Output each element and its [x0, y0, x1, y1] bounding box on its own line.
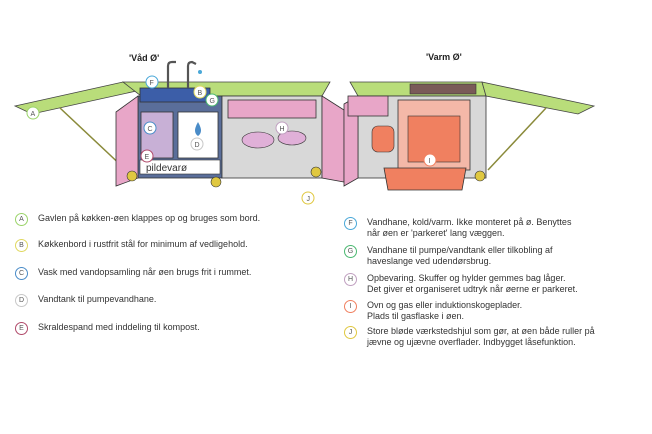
legend-marker-b: B [15, 239, 28, 252]
door-right-open-left-island [321, 95, 345, 183]
svg-text:A: A [31, 111, 36, 118]
svg-text:D: D [195, 142, 200, 149]
svg-text:B: B [198, 90, 203, 97]
svg-text:G: G [210, 98, 215, 105]
legend-marker-d: D [15, 294, 28, 307]
legend-marker-g: G [344, 245, 357, 258]
pot-2 [277, 130, 307, 146]
legend-marker-i: I [344, 300, 357, 313]
tap-outlet-drop [198, 70, 202, 74]
wheel-4 [474, 170, 486, 182]
legend-text-h-1: Opbevaring. Skuffer og hylder gemmes bag… [367, 273, 566, 283]
table-strut-right [487, 107, 547, 171]
oven-window [407, 115, 461, 163]
title-warm-island: 'Varm Ø' [426, 52, 462, 62]
svg-text:C: C [148, 126, 153, 133]
marker-g: G [205, 93, 219, 107]
svg-text:I: I [429, 158, 431, 165]
legend-text-j-2: jævne og ujævne overflader. Indbygget lå… [367, 337, 576, 347]
legend-text-g-1: Vandhane til pumpe/vandtank eller tilkob… [367, 245, 553, 255]
legend-text-d: Vandtank til pumpevandhane. [38, 294, 157, 304]
marker-d: D [190, 137, 204, 151]
legend-marker-a: A [15, 213, 28, 226]
legend-item-h: H Opbevaring. Skuffer og hylder gemmes b… [344, 273, 578, 295]
marker-b: B [193, 85, 207, 99]
legend-item-f: F Vandhane, kold/varm. Ikke monteret på … [344, 217, 571, 239]
marker-h: H [275, 121, 289, 135]
marker-i: I [423, 153, 437, 167]
kitchen-island-illustration: pildevarø A B C D E F G H I J [13, 60, 596, 205]
legend-item-b: B Køkkenbord i rustfrit stål for minimum… [15, 239, 248, 252]
tap-left [166, 60, 176, 88]
brand-plate [139, 159, 221, 175]
marker-c: C [143, 121, 157, 135]
legend-text-i-2: Plads til gasflaske i øen. [367, 311, 465, 321]
legend-text-e: Skraldespand med inddeling til kompost. [38, 322, 200, 332]
legend-marker-h: H [344, 273, 357, 286]
legend-item-c: C Vask med vandopsamling når øen brugs f… [15, 267, 251, 280]
water-drop-icon [195, 122, 201, 136]
legend-item-e: E Skraldespand med inddeling til kompost… [15, 322, 200, 335]
legend-marker-j: J [344, 326, 357, 339]
fold-out-table-right [481, 81, 596, 115]
pot-1 [241, 131, 275, 149]
wheel-1 [126, 170, 138, 182]
svg-text:E: E [145, 154, 150, 161]
legend-text-h-2: Det giver et organiseret udtryk når øern… [367, 284, 578, 294]
drawer-right-island [347, 95, 389, 117]
brand-label: pildevarø [146, 163, 187, 174]
marker-f: F [145, 75, 159, 89]
wheel-2 [210, 176, 222, 188]
cooktop [409, 83, 477, 95]
legend-text-g-2: haveslange ved udendørsbrug. [367, 256, 492, 266]
legend-marker-c: C [15, 267, 28, 280]
drawer-left-island [227, 99, 317, 119]
legend-text-i-1: Ovn og gas eller induktionskogeplader. [367, 300, 523, 310]
legend-marker-f: F [344, 217, 357, 230]
marker-a: A [26, 106, 40, 120]
tap-right [186, 60, 197, 88]
legend-marker-e: E [15, 322, 28, 335]
svg-text:J: J [307, 196, 311, 203]
legend-text-b: Køkkenbord i rustfrit stål for minimum a… [38, 239, 248, 249]
wheel-3 [310, 166, 322, 178]
legend-text-f-2: når øen er 'parkeret' lang væggen. [367, 228, 505, 238]
legend-item-a: A Gavlen på køkken-øen klappes op og bru… [15, 213, 260, 226]
legend-text-j-1: Store bløde værkstedshjul som gør, at øe… [367, 326, 595, 336]
legend-text-a: Gavlen på køkken-øen klappes op og bruge… [38, 213, 261, 223]
legend-text-c: Vask med vandopsamling når øen brugs fri… [38, 267, 252, 277]
marker-j: J [301, 191, 315, 205]
legend-item-g: G Vandhane til pumpe/vandtank eller tilk… [344, 245, 552, 267]
legend-item-j: J Store bløde værkstedshjul som gør, at … [344, 326, 595, 348]
gas-bottle [371, 125, 395, 153]
legend-item-i: I Ovn og gas eller induktionskogeplader.… [344, 300, 522, 322]
door-left-open [115, 95, 139, 187]
oven-drawer [383, 167, 467, 191]
svg-text:F: F [150, 80, 154, 87]
title-wet-island: 'Våd Ø' [129, 53, 160, 63]
svg-text:H: H [280, 126, 285, 133]
legend-item-d: D Vandtank til pumpevandhane. [15, 294, 156, 307]
marker-e: E [140, 149, 154, 163]
legend-text-f-1: Vandhane, kold/varm. Ikke monteret på ø.… [367, 217, 572, 227]
table-strut-left [59, 107, 127, 171]
